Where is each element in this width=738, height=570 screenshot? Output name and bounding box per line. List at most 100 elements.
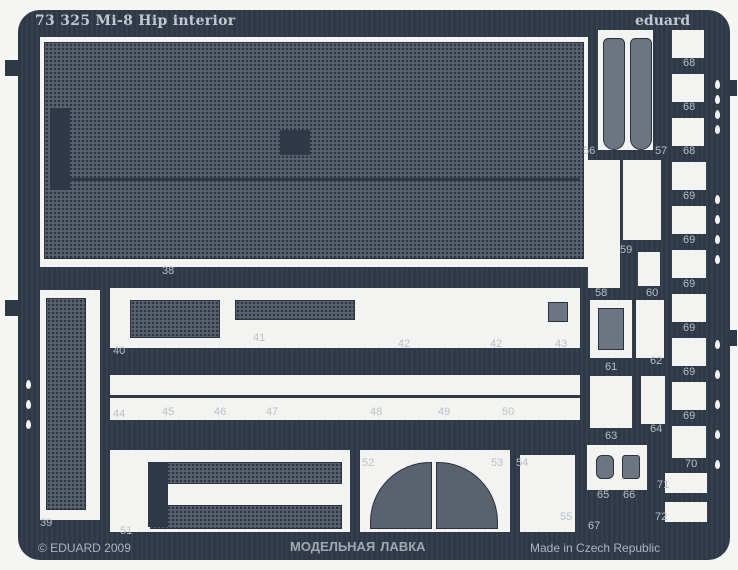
part-number-label: 49 (438, 406, 451, 418)
part-number-label: 47 (266, 406, 279, 418)
part-number-label: 63 (605, 430, 618, 442)
sprue-tab (727, 330, 737, 346)
origin-text: Made in Czech Republic (530, 541, 661, 555)
part-number-label: 68 (683, 57, 696, 69)
part-61 (598, 308, 624, 350)
part-number-label: 69 (683, 190, 696, 202)
locating-hole (26, 420, 31, 429)
cutout-62 (636, 300, 664, 358)
cutout-69 (672, 206, 706, 234)
cutout-69 (672, 162, 706, 190)
part-43 (548, 302, 568, 322)
cutout-69 (672, 382, 706, 410)
part-number-label: 61 (605, 361, 618, 373)
copyright-text: © EDUARD 2009 (38, 541, 131, 555)
locating-hole (715, 80, 720, 89)
part-51-frame (148, 462, 168, 527)
part-number-label: 65 (597, 489, 610, 501)
locating-hole (715, 460, 720, 469)
part-number-label: 69 (683, 322, 696, 334)
sprue-tab (727, 80, 737, 96)
part-number-label: 44 (113, 408, 126, 420)
locating-hole (715, 125, 720, 134)
part-65 (596, 455, 614, 479)
part-number-label: 62 (650, 355, 663, 367)
part-number-label: 59 (620, 244, 633, 256)
cutout-58 (588, 160, 620, 288)
part-number-label: 43 (555, 338, 568, 350)
part-number-label: 71 (657, 479, 670, 491)
side-panel-part-39 (46, 298, 86, 510)
watermark: МОДЕЛЬНАЯ ЛАВКА (290, 540, 426, 554)
cutout-68 (672, 74, 704, 102)
part-51-upper (150, 462, 342, 484)
sprue-tab (5, 300, 20, 316)
locating-hole (26, 400, 31, 409)
floor-slot (50, 108, 70, 190)
part-number-label: 50 (502, 406, 515, 418)
part-number-label: 58 (595, 287, 608, 299)
cutout-64 (641, 376, 665, 424)
locating-hole (715, 430, 720, 439)
part-number-label: 38 (162, 265, 175, 277)
part-number-label: 69 (683, 410, 696, 422)
part-number-label: 66 (623, 489, 636, 501)
part-41 (235, 300, 355, 320)
part-51-lower (150, 505, 342, 529)
part-number-label: 54 (516, 457, 529, 469)
part-number-label: 48 (370, 406, 383, 418)
locating-hole (715, 255, 720, 264)
cutout-68 (672, 30, 704, 58)
part-number-label: 42 (398, 338, 411, 350)
part-number-label: 45 (162, 406, 175, 418)
part-number-label: 68 (683, 145, 696, 157)
part-57 (630, 38, 652, 150)
watermark-line1: МОДЕЛЬНАЯ (290, 539, 376, 554)
floor-slot (280, 130, 310, 155)
part-number-label: 69 (683, 234, 696, 246)
part-number-label: 40 (113, 345, 126, 357)
part-number-label: 57 (655, 145, 668, 157)
part-number-label: 52 (362, 457, 375, 469)
cutout-69 (672, 294, 706, 322)
cutout-69 (672, 250, 706, 278)
part-number-label: 55 (560, 511, 573, 523)
locating-hole (715, 215, 720, 224)
cutout-63 (590, 376, 632, 428)
part-66 (622, 455, 640, 479)
part-40 (130, 300, 220, 338)
part-number-label: 72 (655, 511, 668, 523)
part-number-label: 53 (491, 457, 504, 469)
cutout-72 (665, 502, 707, 522)
part-number-label: 42 (490, 338, 503, 350)
part-number-label: 41 (253, 332, 266, 344)
locating-hole (715, 110, 720, 119)
cutout-54-55 (520, 455, 575, 532)
part-number-label: 67 (588, 520, 601, 532)
cutout-59 (623, 160, 661, 240)
part-number-label: 51 (120, 525, 133, 537)
locating-hole (715, 195, 720, 204)
cutout-70 (672, 426, 706, 458)
cutout-68 (672, 118, 704, 146)
part-number-label: 68 (683, 101, 696, 113)
part-number-label: 39 (40, 517, 53, 529)
part-number-label: 60 (646, 287, 659, 299)
part-number-label: 64 (650, 423, 663, 435)
locating-hole (26, 380, 31, 389)
sprue-tab (5, 60, 20, 76)
part-56 (603, 38, 625, 150)
part-number-label: 70 (685, 458, 698, 470)
part-number-label: 56 (583, 145, 596, 157)
part-number-label: 69 (683, 366, 696, 378)
part-strip (110, 395, 580, 398)
locating-hole (715, 400, 720, 409)
locating-hole (715, 370, 720, 379)
cutout-69 (672, 338, 706, 366)
locating-hole (715, 95, 720, 104)
fret-title: 73 325 Mi-8 Hip interior (35, 13, 236, 29)
floor-panel-part-38 (44, 42, 584, 259)
cutout-71 (665, 473, 707, 493)
brand-logo: eduard (635, 13, 691, 29)
watermark-line2: ЛАВКА (380, 539, 426, 554)
